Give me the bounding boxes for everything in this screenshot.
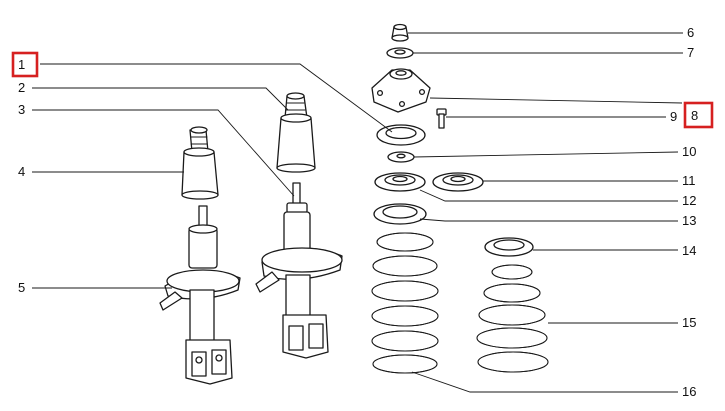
strut-assembly-left	[159, 205, 241, 385]
bump-stop-boot-left	[181, 126, 219, 200]
leader-13	[419, 218, 678, 222]
nut	[391, 23, 409, 42]
callout-highlight-box-8	[683, 101, 714, 129]
callout-number-13: 13	[682, 213, 696, 228]
callout-number-6: 6	[687, 25, 694, 40]
bearing-ring	[376, 124, 426, 146]
callout-number-12: 12	[682, 193, 696, 208]
callout-number-16: 16	[682, 384, 696, 399]
callout-number-9: 9	[670, 109, 677, 124]
leader-3	[32, 109, 295, 197]
callout-number-5: 5	[18, 280, 25, 295]
leader-2	[32, 87, 289, 111]
washer	[386, 47, 414, 59]
callout-number-4: 4	[18, 164, 25, 179]
strut-assembly-center	[255, 182, 343, 359]
callout-number-7: 7	[687, 45, 694, 60]
callout-number-14: 14	[682, 243, 696, 258]
callout-number-15: 15	[682, 315, 696, 330]
upper-spring-seat-right	[432, 172, 484, 192]
callout-number-11: 11	[682, 173, 696, 188]
spring-pad-right	[484, 237, 534, 257]
leader-12	[419, 189, 678, 202]
callout-number-3: 3	[18, 102, 25, 117]
leader-lines	[32, 32, 683, 393]
callout-highlight-box-1	[11, 51, 39, 78]
callout-number-2: 2	[18, 80, 25, 95]
coil-spring-right	[476, 264, 549, 373]
leader-1	[40, 63, 393, 133]
spring-pad	[373, 203, 427, 225]
bump-stop-boot-center	[276, 92, 316, 173]
bolt	[436, 108, 447, 129]
callout-labels: 1 2 3 4 5 6 7 8 9 10 11 12 13 14 15 16	[18, 25, 698, 399]
leader-8	[429, 97, 683, 104]
callout-number-1: 1	[18, 57, 25, 72]
coil-spring-left	[371, 232, 439, 374]
leader-10	[413, 151, 679, 158]
callout-number-10: 10	[682, 144, 696, 159]
small-washer	[387, 151, 415, 163]
strut-top-mount	[371, 68, 431, 113]
callout-number-8: 8	[691, 108, 698, 123]
leader-16	[411, 371, 678, 393]
upper-spring-seat	[374, 172, 426, 192]
